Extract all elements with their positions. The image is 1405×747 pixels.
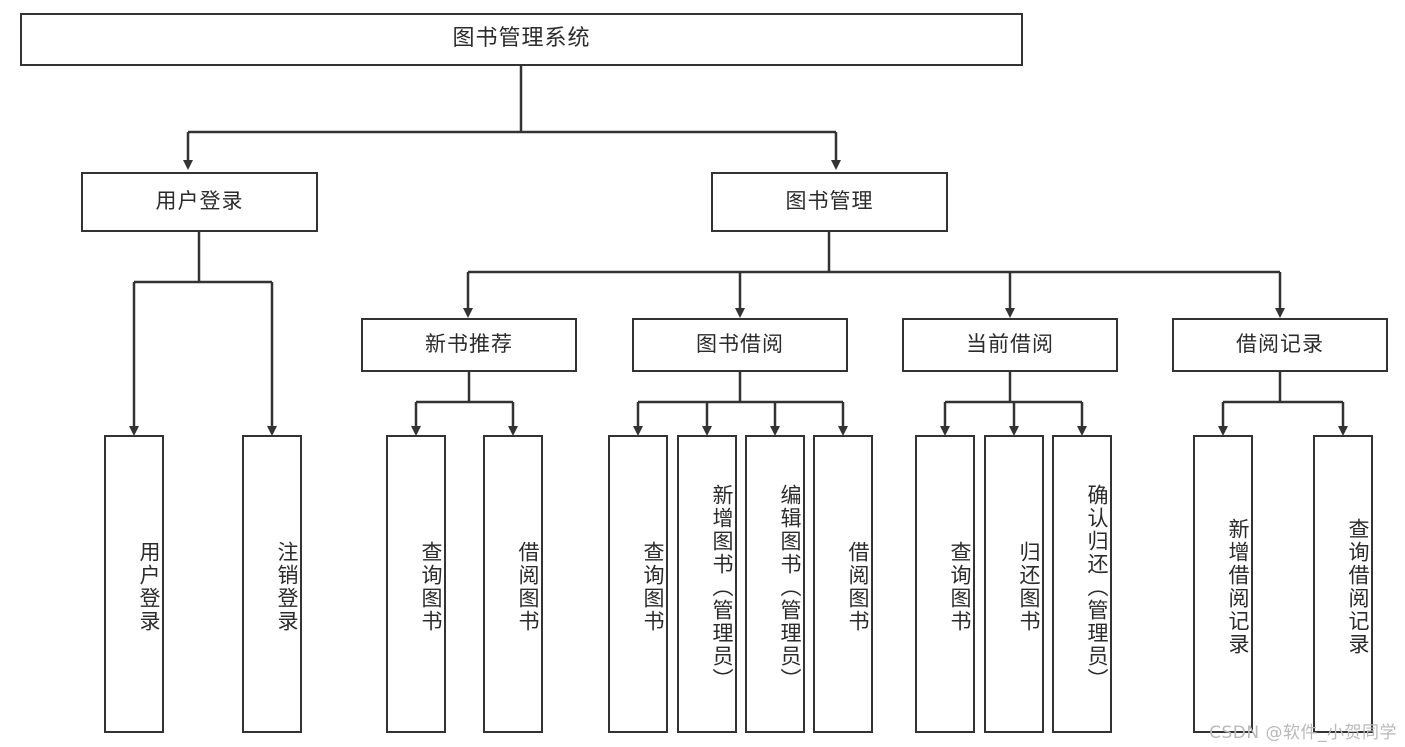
edge-root-to-level2 (183, 66, 841, 170)
node-label: 当前借阅 (966, 332, 1054, 357)
node-label: 用户登录 (137, 541, 161, 633)
edge-bookborrow-to-leaves (633, 372, 848, 436)
node-label: 查询图书 (419, 541, 443, 633)
node-label: 查询借阅记录 (1346, 518, 1370, 656)
node-borrow-record[interactable]: 借阅记录 (1172, 318, 1388, 372)
node-book-borrow[interactable]: 图书借阅 (632, 318, 848, 372)
leaf-user-login-logout[interactable]: 注销登录 (242, 435, 302, 733)
leaf-borrow-record-query[interactable]: 查询借阅记录 (1313, 435, 1373, 733)
edge-newbook-to-leaves (411, 372, 518, 436)
node-label: 借阅图书 (516, 541, 540, 633)
leaf-user-login-login[interactable]: 用户登录 (104, 435, 164, 733)
node-label: 图书借阅 (696, 332, 784, 357)
node-root-book-management-system[interactable]: 图书管理系统 (20, 13, 1023, 66)
leaf-current-borrow-confirm-return[interactable]: 确认归还（管理员） (1052, 435, 1112, 733)
edge-userlogin-to-leaves (129, 232, 277, 436)
node-label: 编辑图书（管理员） (778, 483, 802, 691)
node-label: 注销登录 (275, 541, 299, 633)
edge-borrowrecord-to-leaves (1218, 372, 1348, 436)
leaf-book-borrow-add[interactable]: 新增图书（管理员） (677, 435, 737, 733)
node-label: 归还图书 (1017, 541, 1041, 633)
edge-bookmgmt-to-level3 (463, 232, 1285, 318)
leaf-current-borrow-query[interactable]: 查询图书 (915, 435, 975, 733)
watermark-text: CSDN @软件_小贺同学 (1209, 723, 1397, 743)
leaf-book-borrow-borrow[interactable]: 借阅图书 (813, 435, 873, 733)
leaf-new-book-borrow[interactable]: 借阅图书 (483, 435, 543, 733)
node-label: 新增图书（管理员） (710, 483, 734, 691)
node-label: 借阅图书 (846, 541, 870, 633)
node-new-book-recommend[interactable]: 新书推荐 (361, 318, 577, 372)
node-label: 新书推荐 (425, 332, 513, 357)
node-label: 图书管理系统 (452, 26, 591, 52)
node-book-management[interactable]: 图书管理 (711, 172, 948, 232)
leaf-book-borrow-edit[interactable]: 编辑图书（管理员） (745, 435, 805, 733)
node-label: 确认归还（管理员） (1085, 483, 1109, 691)
node-label: 用户登录 (155, 189, 244, 214)
node-user-login[interactable]: 用户登录 (81, 172, 318, 232)
edge-currentborrow-to-leaves (940, 372, 1087, 436)
leaf-book-borrow-query[interactable]: 查询图书 (608, 435, 668, 733)
leaf-new-book-query[interactable]: 查询图书 (386, 435, 446, 733)
node-current-borrow[interactable]: 当前借阅 (902, 318, 1118, 372)
node-label: 图书管理 (785, 189, 874, 214)
node-label: 新增借阅记录 (1226, 518, 1250, 656)
leaf-current-borrow-return[interactable]: 归还图书 (984, 435, 1044, 733)
node-label: 借阅记录 (1236, 332, 1324, 357)
leaf-borrow-record-add[interactable]: 新增借阅记录 (1193, 435, 1253, 733)
node-label: 查询图书 (641, 541, 665, 633)
node-label: 查询图书 (948, 541, 972, 633)
